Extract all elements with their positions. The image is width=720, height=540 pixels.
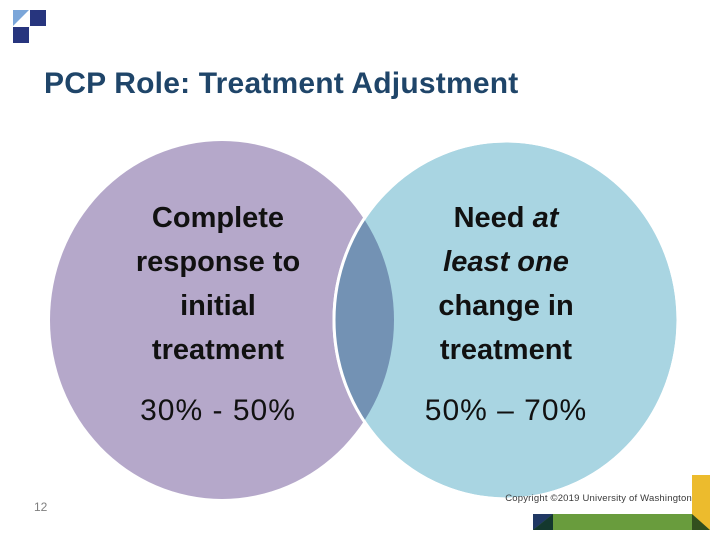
- footer-green-bar: [533, 514, 692, 530]
- left-circle: [50, 141, 394, 499]
- page-number: 12: [34, 500, 48, 514]
- right-circle-value: 50% – 70%: [424, 394, 588, 427]
- footer-darkgreen-triangle: [692, 514, 710, 530]
- logo-square-bottom: [13, 27, 29, 43]
- footer-yellow-bar: [692, 475, 710, 530]
- page-title: PCP Role: Treatment Adjustment: [44, 67, 519, 100]
- left-circle-value: 30% - 50%: [140, 394, 296, 427]
- right-circle-outline: [332, 139, 680, 501]
- logo-triangle: [13, 10, 29, 26]
- logo-square-top: [30, 10, 46, 26]
- footer-teal-triangle: [533, 514, 553, 530]
- university-logo-icon: [13, 10, 46, 43]
- copyright-text: Copyright ©2019 University of Washington: [505, 493, 692, 504]
